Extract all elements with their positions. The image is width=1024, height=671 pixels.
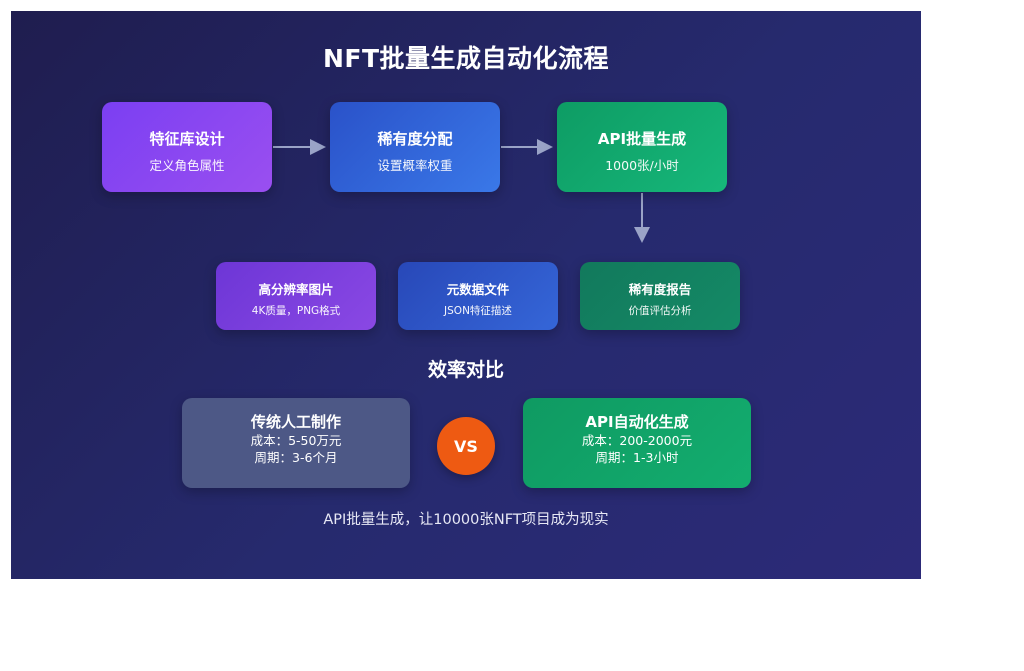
output-hires-images: 高分辨率图片 4K质量，PNG格式 [216, 262, 376, 330]
output-subtitle: JSON特征描述 [444, 305, 512, 317]
comparison-period: 周期：3-6个月 [254, 450, 338, 465]
comparison-api: API自动化生成 成本：200-2000元 周期：1-3小时 [523, 398, 751, 488]
comparison-period: 周期：1-3小时 [595, 450, 679, 465]
output-title: 高分辨率图片 [258, 282, 334, 297]
flow-arrows [273, 139, 650, 243]
step-subtitle: 1000张/小时 [605, 158, 679, 173]
comparison-heading: 效率对比 [427, 359, 504, 381]
comparison-manual: 传统人工制作 成本：5-50万元 周期：3-6个月 [182, 398, 410, 488]
diagram-canvas: NFT批量生成自动化流程 特征库设计 定义角色属性 稀有度分配 设置概率权重 A… [11, 11, 921, 579]
comparison-title: 传统人工制作 [250, 413, 341, 431]
footer-tagline: API批量生成，让10000张NFT项目成为现实 [323, 512, 609, 528]
comparison-title: API自动化生成 [585, 413, 689, 431]
output-subtitle: 4K质量，PNG格式 [251, 305, 341, 317]
output-title: 稀有度报告 [628, 282, 692, 297]
output-subtitle: 价值评估分析 [628, 305, 692, 317]
step-title: API批量生成 [597, 130, 687, 148]
diagram-title: NFT批量生成自动化流程 [322, 44, 610, 73]
step-rarity-allocation: 稀有度分配 设置概率权重 [330, 102, 500, 192]
step-trait-library: 特征库设计 定义角色属性 [102, 102, 272, 192]
step-subtitle: 设置概率权重 [377, 158, 453, 173]
step-subtitle: 定义角色属性 [149, 158, 225, 173]
step-title: 特征库设计 [149, 130, 225, 148]
output-rarity-report: 稀有度报告 价值评估分析 [580, 262, 740, 330]
vs-badge: VS [437, 417, 495, 475]
step-title: 稀有度分配 [377, 130, 453, 148]
output-metadata-file: 元数据文件 JSON特征描述 [398, 262, 558, 330]
comparison-cost: 成本：5-50万元 [250, 433, 342, 448]
comparison-cost: 成本：200-2000元 [581, 433, 693, 448]
output-title: 元数据文件 [446, 282, 510, 297]
step-api-batch-generation: API批量生成 1000张/小时 [557, 102, 727, 192]
